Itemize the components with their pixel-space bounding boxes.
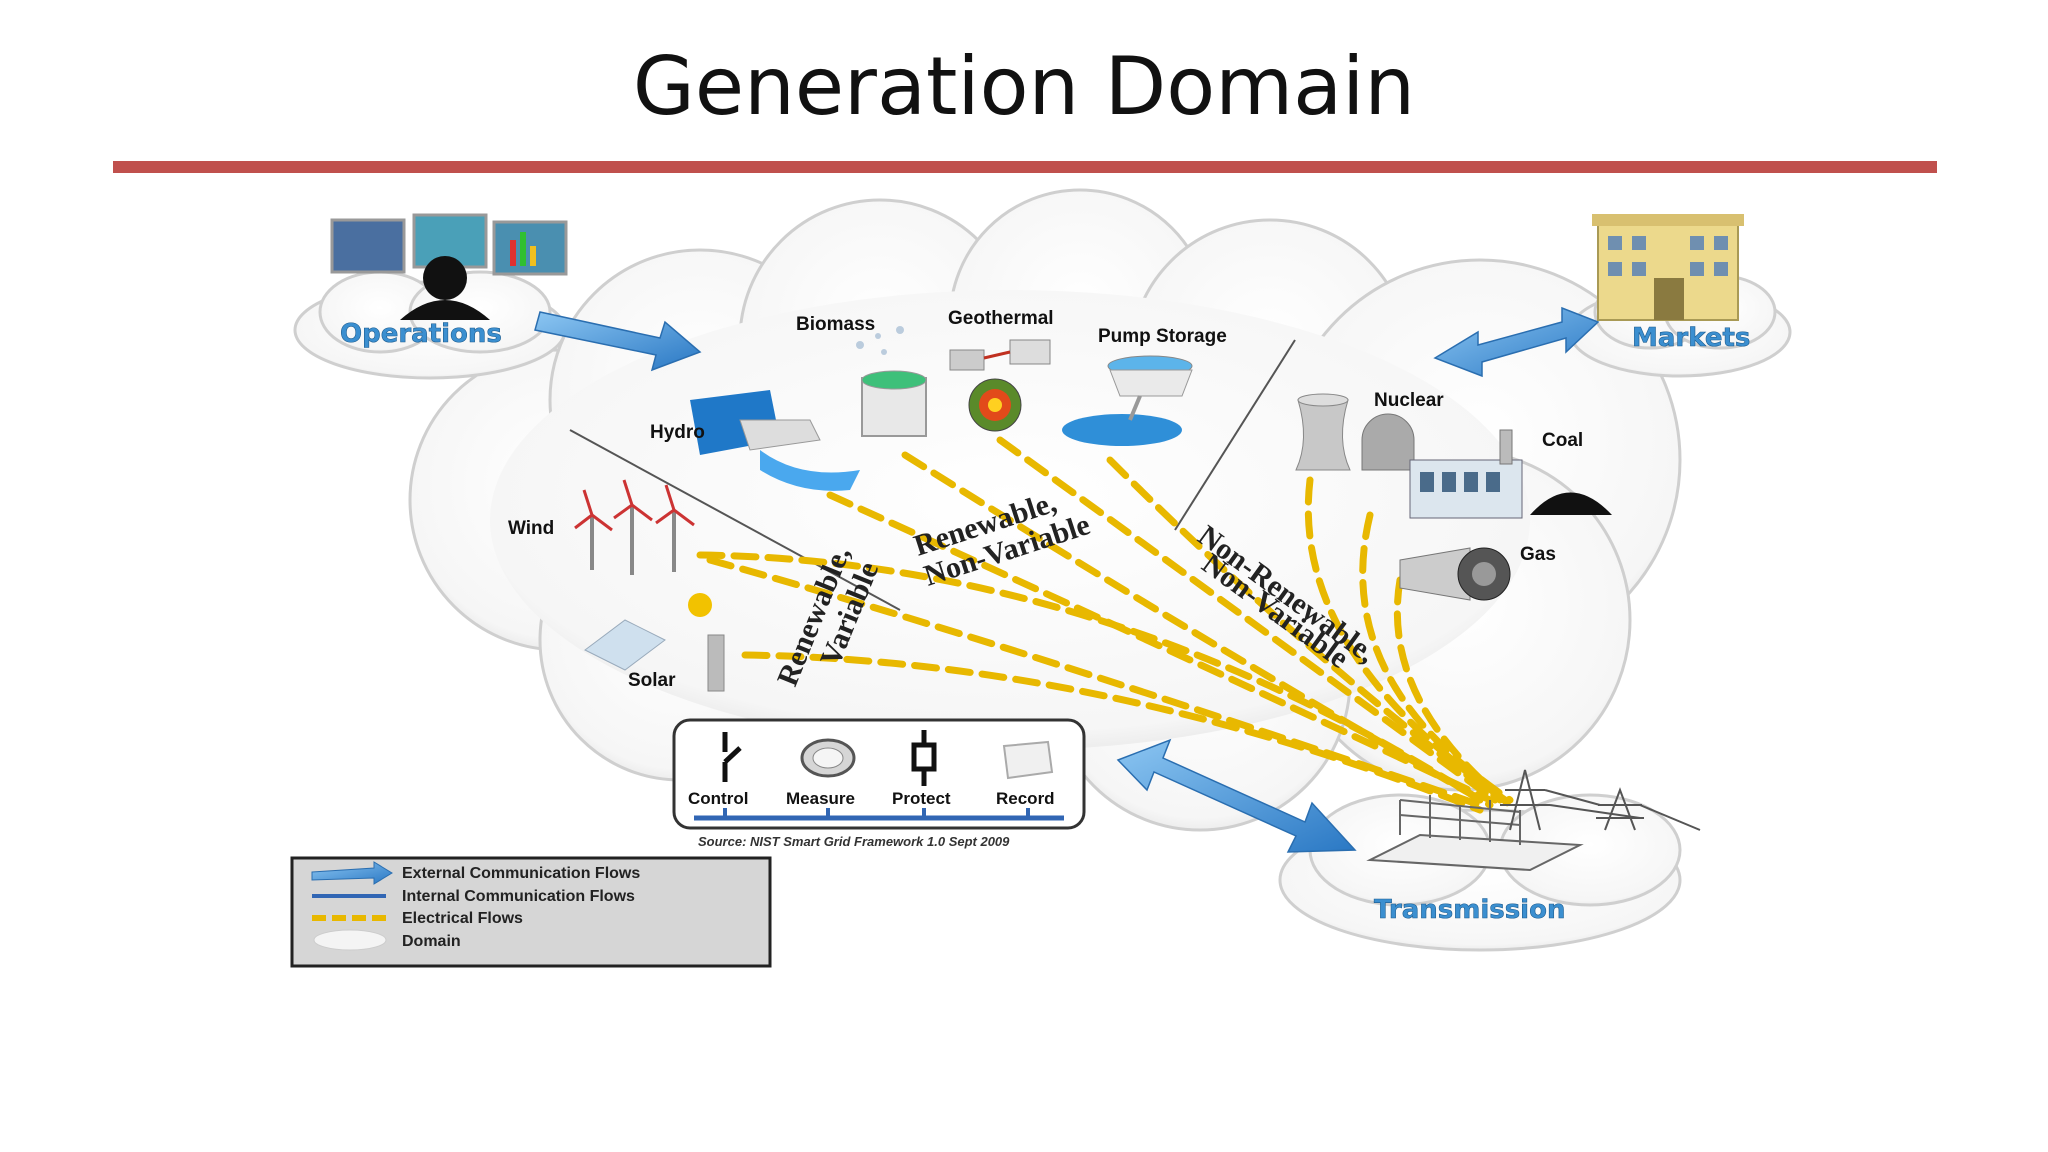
markets-arrow (1433, 306, 1600, 378)
category-divider-right (1174, 339, 1296, 531)
slide-title: Generation Domain (632, 40, 1416, 133)
operations-icon (330, 213, 568, 320)
legend-domain-label: Domain (402, 933, 461, 950)
legend-electrical-label: Electrical Flows (402, 910, 523, 927)
protect-icon (911, 730, 937, 786)
nuclear-icon (1295, 393, 1415, 471)
gas-icon (1399, 547, 1511, 601)
geothermal-icon (949, 339, 1051, 432)
legend-external-label: External Communication Flows (402, 865, 640, 882)
protect-label: Protect (892, 789, 951, 808)
hydro-label: Hydro (650, 422, 705, 443)
markets-label: Markets (1632, 323, 1750, 353)
markets-icon (1592, 214, 1744, 321)
source-note: Source: NIST Smart Grid Framework 1.0 Se… (698, 834, 1010, 849)
transmission-tower-icon (1500, 769, 1701, 831)
hydro-icon (690, 390, 860, 491)
title-divider (113, 161, 1937, 173)
biomass-icon (856, 326, 927, 437)
wind-icon (574, 479, 695, 575)
solar-icon (584, 593, 725, 692)
transmission-arrow (1116, 738, 1357, 853)
control-label: Control (688, 789, 748, 808)
transmission-label: Transmission (1374, 895, 1565, 925)
biomass-label: Biomass (796, 314, 875, 335)
legend-domain-swatch (313, 929, 387, 951)
record-icon (1002, 740, 1054, 780)
nuclear-label: Nuclear (1374, 390, 1444, 411)
legend: External Communication Flows Internal Co… (290, 856, 772, 968)
operations-arrow (534, 311, 702, 372)
function-panel: Control Measure Protect Record (672, 718, 1086, 830)
pump-storage-label: Pump Storage (1098, 326, 1227, 347)
electrical-flows (696, 436, 1514, 814)
category-divider-left (569, 429, 901, 611)
gas-label: Gas (1520, 544, 1556, 565)
solar-label: Solar (628, 670, 676, 691)
control-icon (722, 732, 742, 782)
wind-label: Wind (508, 518, 554, 539)
pump-storage-icon (1062, 355, 1193, 446)
legend-internal-label: Internal Communication Flows (402, 888, 635, 905)
coal-icon (1409, 429, 1612, 519)
transmission-substation-icon (1366, 795, 1584, 872)
operations-label: Operations (340, 319, 502, 349)
legend-external-swatch (311, 861, 393, 885)
coal-label: Coal (1542, 430, 1583, 451)
geothermal-label: Geothermal (948, 308, 1054, 329)
measure-icon (800, 738, 856, 778)
record-label: Record (996, 789, 1055, 808)
measure-label: Measure (786, 789, 855, 808)
